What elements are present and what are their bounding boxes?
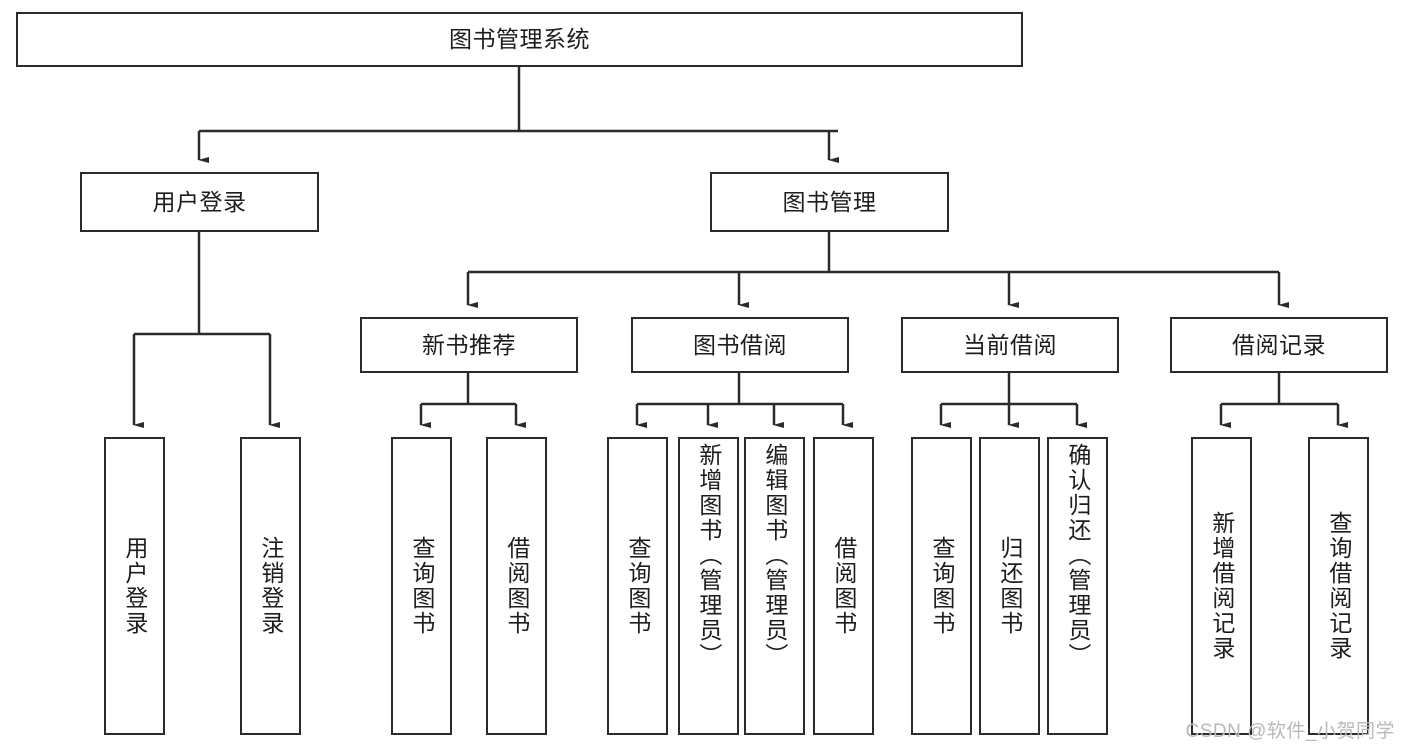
node-user-login[interactable]: 用户登录 — [80, 172, 319, 232]
leaf-return-book[interactable]: 归还图书 — [979, 437, 1040, 735]
leaf-borrow-book-recommend[interactable]: 借阅图书 — [486, 437, 547, 735]
node-label: 用户登录 — [121, 536, 148, 636]
node-new-book-recommend[interactable]: 新书推荐 — [360, 317, 578, 373]
leaf-query-book-recommend[interactable]: 查询图书 — [391, 437, 452, 735]
node-label: 借阅图书 — [830, 536, 857, 636]
node-borrow-records[interactable]: 借阅记录 — [1170, 317, 1388, 373]
node-label: 图书管理 — [782, 188, 877, 215]
leaf-confirm-return-admin[interactable]: 确认归还（管理员） — [1047, 437, 1108, 735]
node-label: 查询图书 — [624, 536, 651, 636]
node-label: 注销登录 — [257, 536, 284, 636]
watermark: CSDN @软件_小贺同学 — [1185, 721, 1395, 742]
leaf-query-book-current[interactable]: 查询图书 — [911, 437, 972, 735]
node-book-management[interactable]: 图书管理 — [710, 172, 949, 232]
node-label: 图书借阅 — [693, 331, 787, 358]
node-label: 确认归还（管理员） — [1064, 443, 1091, 668]
node-label: 新增借阅记录 — [1208, 511, 1235, 661]
leaf-query-book-borrow[interactable]: 查询图书 — [607, 437, 668, 735]
node-label: 查询图书 — [408, 536, 435, 636]
leaf-borrow-book[interactable]: 借阅图书 — [813, 437, 874, 735]
leaf-add-book-admin[interactable]: 新增图书（管理员） — [678, 437, 739, 735]
node-root[interactable]: 图书管理系统 — [16, 12, 1023, 67]
node-label: 查询借阅记录 — [1325, 511, 1352, 661]
node-label: 借阅记录 — [1232, 331, 1326, 358]
node-label: 用户登录 — [152, 188, 247, 215]
node-label: 编辑图书（管理员） — [761, 443, 788, 668]
node-label: 当前借阅 — [963, 331, 1057, 358]
node-label: 归还图书 — [996, 536, 1023, 636]
leaf-logout[interactable]: 注销登录 — [240, 437, 301, 735]
leaf-user-login[interactable]: 用户登录 — [104, 437, 165, 735]
leaf-add-borrow-record[interactable]: 新增借阅记录 — [1191, 437, 1252, 735]
node-book-borrow[interactable]: 图书借阅 — [631, 317, 849, 373]
node-label: 图书管理系统 — [449, 26, 590, 52]
node-label: 查询图书 — [928, 536, 955, 636]
node-label: 新增图书（管理员） — [695, 443, 722, 668]
node-label: 借阅图书 — [503, 536, 530, 636]
leaf-edit-book-admin[interactable]: 编辑图书（管理员） — [744, 437, 805, 735]
node-current-borrow[interactable]: 当前借阅 — [901, 317, 1119, 373]
node-label: 新书推荐 — [422, 331, 516, 358]
leaf-query-borrow-record[interactable]: 查询借阅记录 — [1308, 437, 1369, 735]
